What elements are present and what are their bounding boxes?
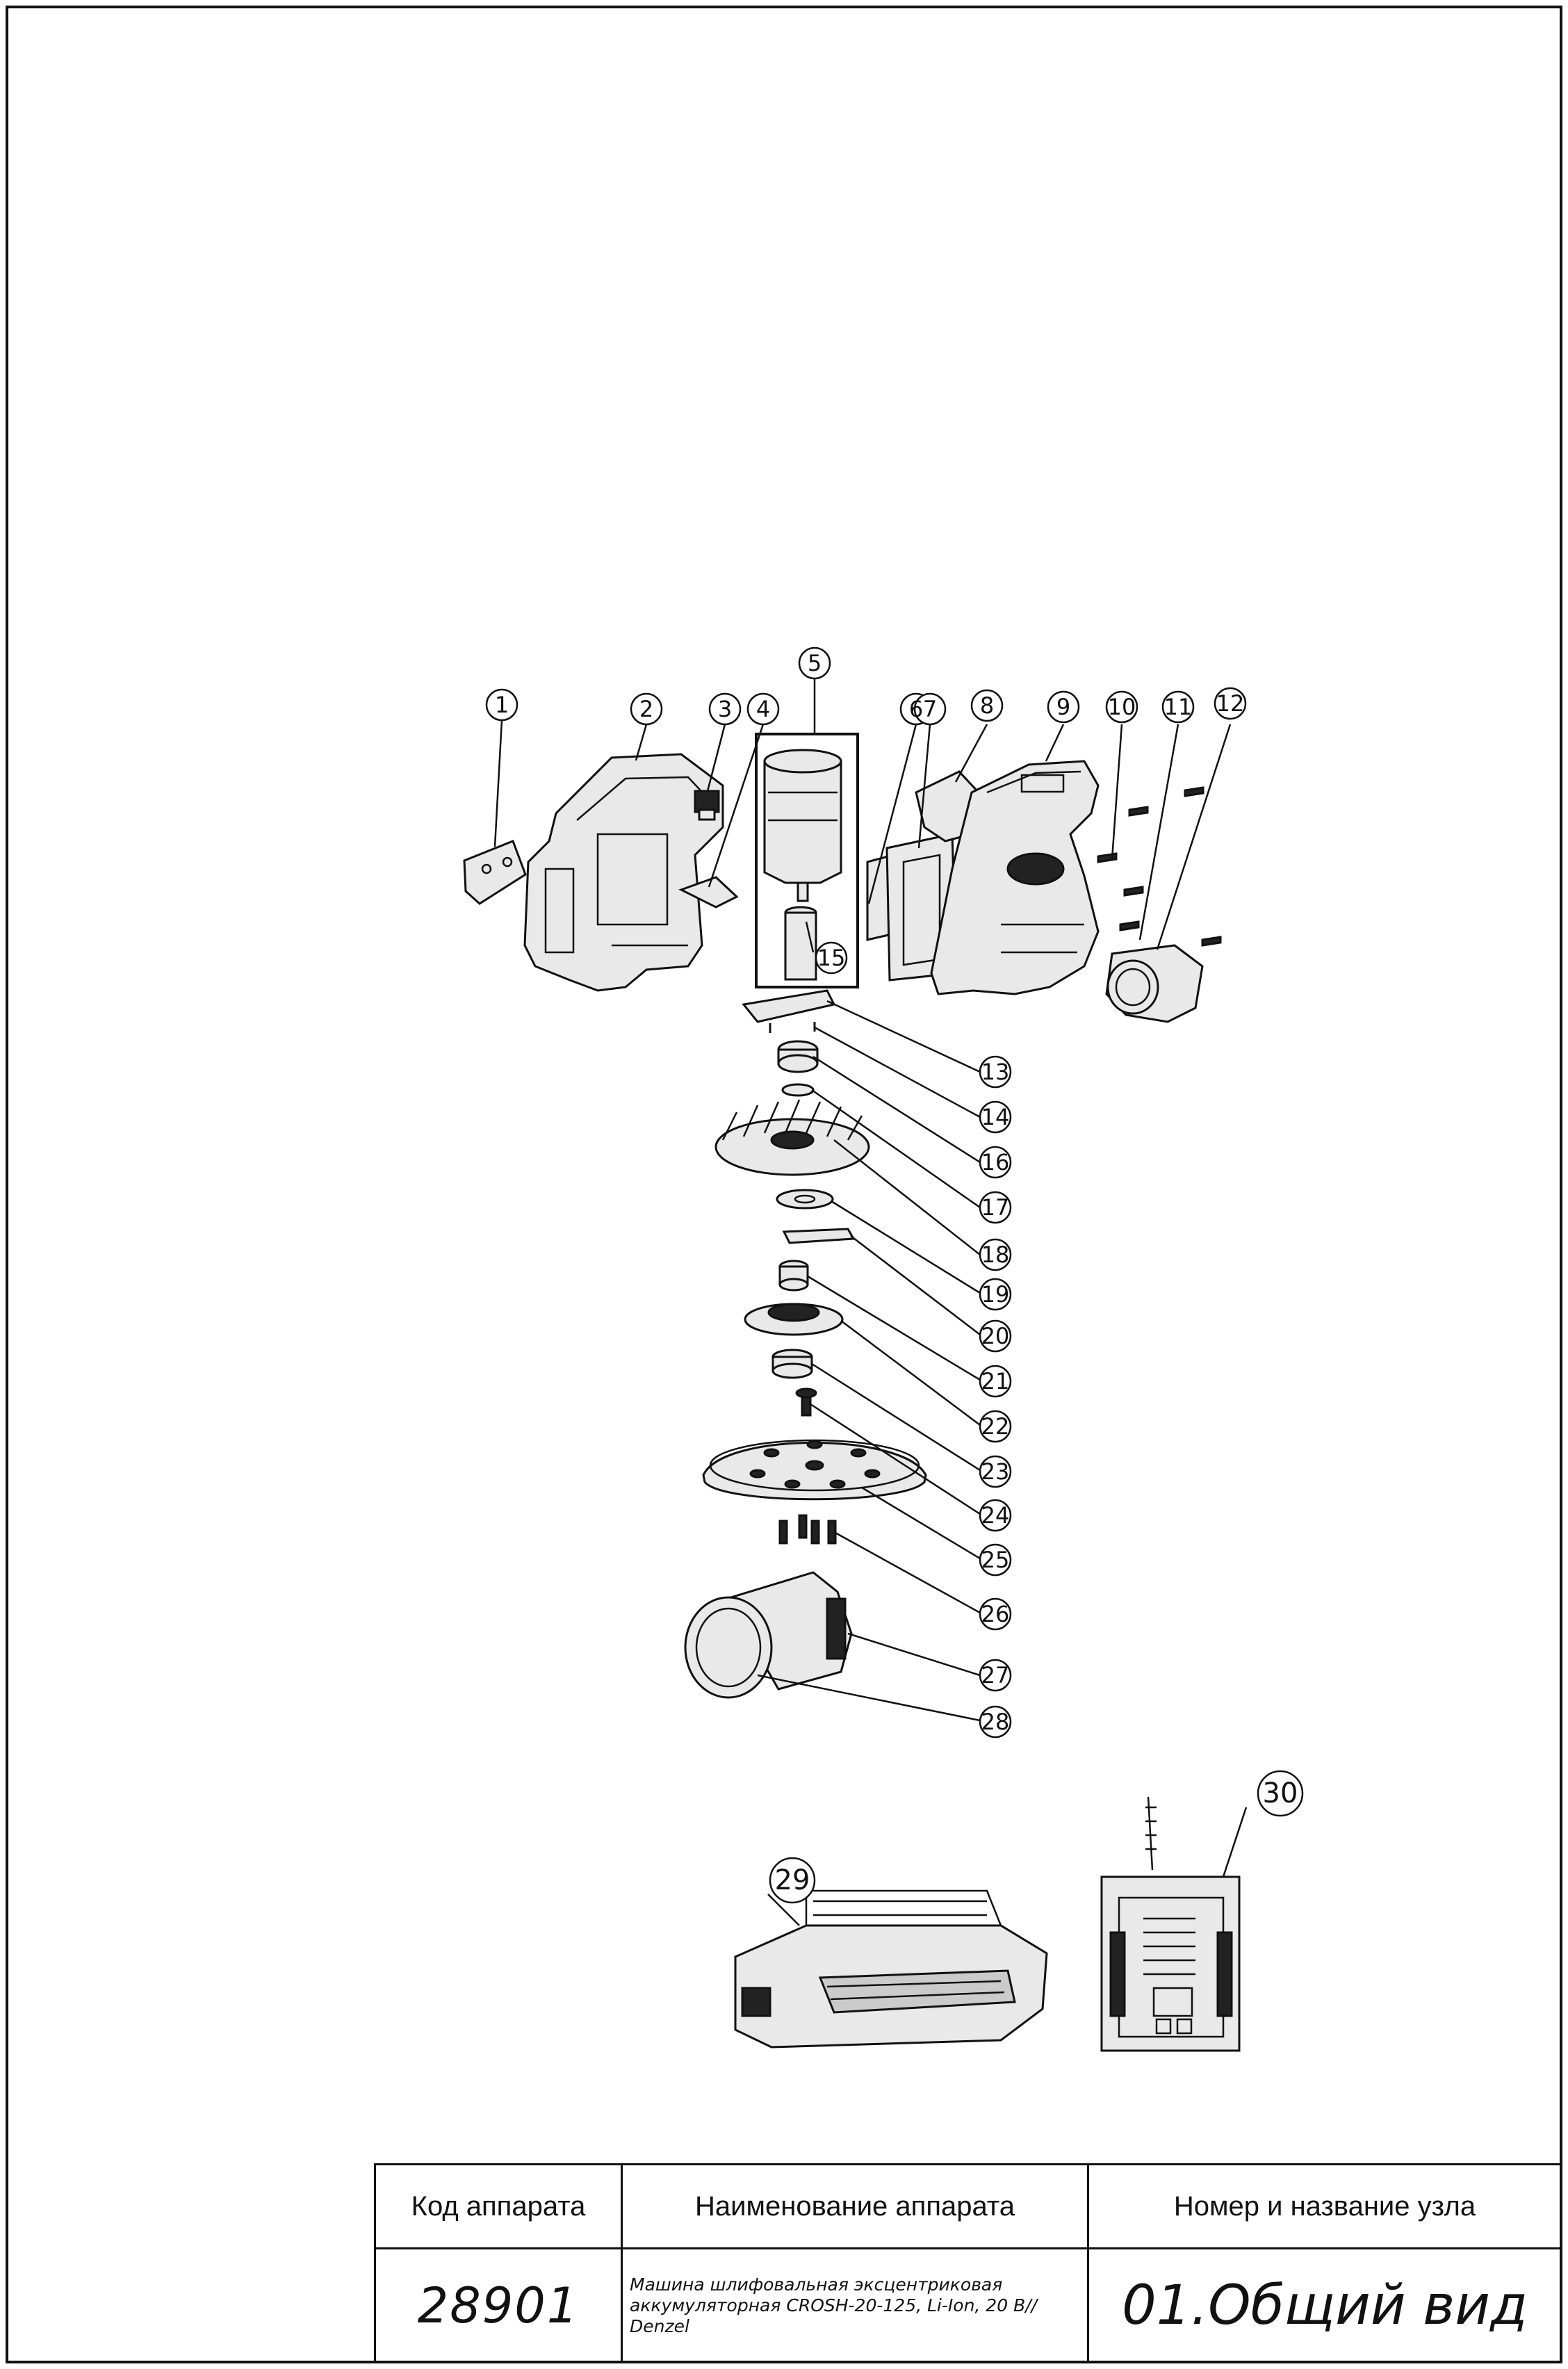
callout-24: 24 [981, 1502, 1010, 1529]
part-17-washer [781, 1083, 815, 1097]
part-2-left-housing [523, 753, 724, 992]
callout-22: 22 [981, 1413, 1010, 1440]
callout-8: 8 [980, 692, 994, 719]
title-block-table: Код аппарата Наименование аппарата Номер… [374, 2163, 1562, 2363]
callout-11: 11 [1164, 694, 1193, 720]
callout-18: 18 [981, 1242, 1010, 1268]
node-title: 01.Общий вид [1087, 2247, 1562, 2363]
callout-21: 21 [981, 1368, 1010, 1394]
part-1-plate [463, 840, 527, 905]
callout-3: 3 [718, 696, 732, 722]
part-4-lever [678, 876, 739, 909]
callout-27: 27 [981, 1662, 1010, 1688]
callout-9: 9 [1056, 694, 1070, 720]
part-9-right-housing [930, 760, 1100, 995]
callout-25: 25 [981, 1547, 1010, 1573]
part-3-switch [694, 790, 720, 821]
part-16-bearing [777, 1040, 819, 1073]
callout-12: 12 [1216, 690, 1245, 717]
callout-6: 6 [909, 696, 923, 722]
part-26-screws [778, 1514, 837, 1545]
callout-17: 17 [981, 1194, 1010, 1221]
part-18-fan [714, 1099, 870, 1176]
callout-7: 7 [923, 696, 937, 722]
part-13-bearing-plate [742, 989, 836, 1023]
part-23-bearing [771, 1349, 813, 1379]
device-code: 28901 [374, 2247, 623, 2363]
part-21-bushing [778, 1260, 809, 1292]
callout-16: 16 [981, 1149, 1010, 1175]
part-14-screws [769, 1022, 816, 1033]
callout-30: 30 [1263, 1777, 1298, 1809]
callout-4: 4 [756, 696, 770, 722]
callout-28: 28 [981, 1709, 1010, 1735]
callout-2: 2 [639, 696, 653, 722]
callout-13: 13 [981, 1059, 1010, 1085]
callout-circles [485, 646, 1304, 1904]
callout-26: 26 [981, 1601, 1010, 1627]
part-29-battery [734, 1889, 1048, 2049]
callout-5: 5 [808, 650, 822, 676]
callout-29: 29 [775, 1864, 810, 1896]
part-24-screw [795, 1387, 817, 1417]
part-5-motor-assembly [755, 733, 859, 988]
callout-19: 19 [981, 1281, 1010, 1308]
part-25-sanding-pad [702, 1439, 927, 1501]
part-22-bearing-housing [744, 1303, 844, 1336]
callout-14: 14 [981, 1104, 1010, 1130]
callout-1: 1 [495, 692, 509, 718]
device-name: Машина шлифовальная эксцентриковая аккум… [621, 2247, 1089, 2363]
part-30-charger [1100, 1796, 1241, 2052]
code-label: Код аппарата [374, 2163, 623, 2249]
callout-20: 20 [981, 1323, 1010, 1349]
part-20-counterweight [782, 1228, 856, 1244]
callout-15: 15 [817, 945, 846, 971]
part-12-dust-port [1105, 944, 1204, 1023]
callout-23: 23 [981, 1458, 1010, 1485]
leader-lines [493, 678, 1248, 1926]
name-label: Наименование аппарата [621, 2163, 1089, 2249]
part-19-washer [776, 1189, 834, 1210]
callout-10: 10 [1108, 694, 1136, 720]
part-27-28-dust-canister [684, 1571, 853, 1699]
node-label: Номер и название узла [1087, 2163, 1562, 2249]
